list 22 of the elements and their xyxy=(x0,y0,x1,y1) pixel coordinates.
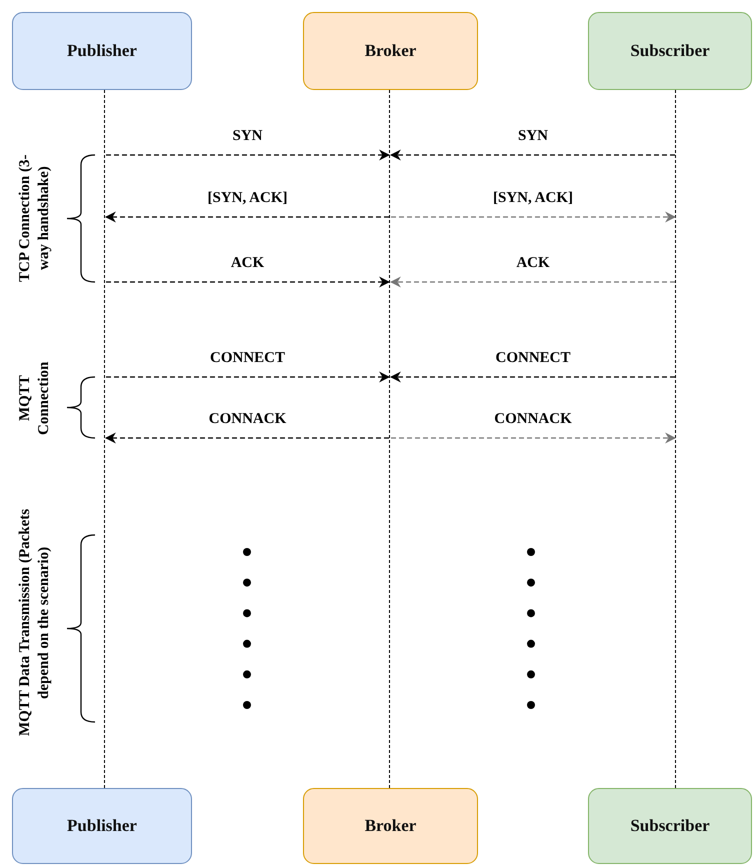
participant-box: Subscriber xyxy=(588,788,752,864)
participant-box: Broker xyxy=(303,12,478,90)
phase-label: MQTT Data Transmission (Packets depend on the scenario) xyxy=(16,508,53,738)
message-arrow xyxy=(390,150,675,160)
participant-box: Broker xyxy=(303,788,478,864)
phase-label: TCP Connection (3-way handshake) xyxy=(16,153,53,284)
message-arrow xyxy=(104,432,389,444)
message-arrow xyxy=(106,276,390,288)
message-arrow xyxy=(390,276,675,288)
phase-label: MQTT Connection xyxy=(16,360,53,437)
participant-box: Subscriber xyxy=(588,12,752,90)
message-arrow xyxy=(390,372,675,382)
lifeline xyxy=(675,90,677,788)
participant-box: Publisher xyxy=(12,788,192,864)
lifeline xyxy=(389,90,391,788)
message-arrow xyxy=(106,372,390,382)
message-arrow xyxy=(106,150,390,160)
lifeline xyxy=(104,90,106,788)
message-arrow xyxy=(104,212,389,222)
message-arrow xyxy=(391,432,676,444)
message-arrow xyxy=(391,212,676,222)
participant-box: Publisher xyxy=(12,12,192,90)
